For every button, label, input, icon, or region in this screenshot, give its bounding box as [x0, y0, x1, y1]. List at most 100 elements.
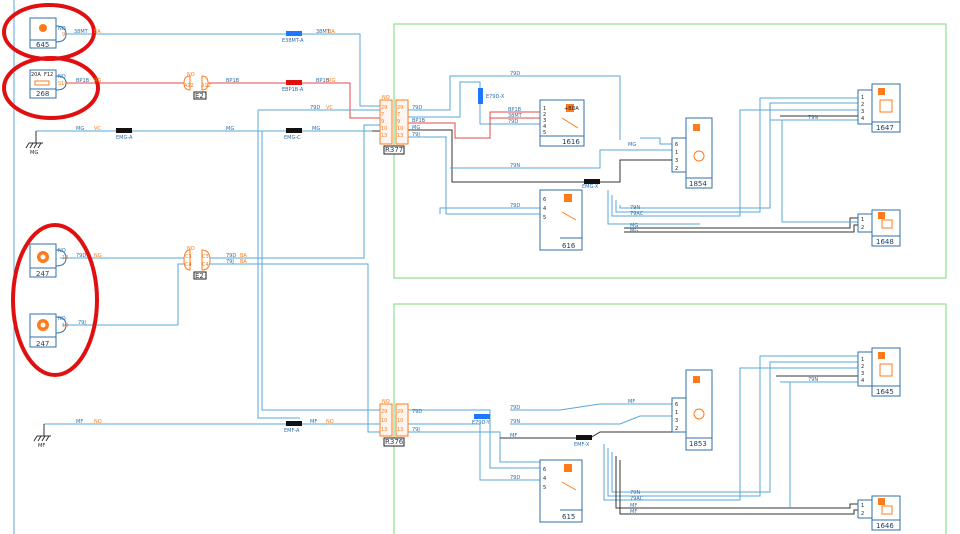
- label-1854: 1854: [689, 180, 707, 188]
- label-1616: 1616: [562, 138, 580, 146]
- pin-1616-2: 2: [543, 112, 546, 118]
- label-79d-1616: 79D: [508, 119, 518, 125]
- label-mg-mid: MG: [226, 126, 234, 132]
- label-247a-connector: NO: [58, 248, 66, 254]
- label-e2b-no: NO: [187, 246, 195, 252]
- component-247-a: [29, 243, 67, 278]
- r377-pin-13r: 13: [397, 133, 403, 139]
- component-247-b: [29, 313, 67, 348]
- pin-1853-1: 1: [675, 410, 678, 416]
- label-color-ba1: BA: [94, 29, 101, 35]
- label-1646: 1646: [876, 522, 894, 530]
- r376-pin-29r: 29: [397, 409, 403, 415]
- label-79d-mid2: 79D: [226, 253, 236, 259]
- label-mg-b1: MG: [630, 223, 638, 229]
- label-645-pin: 9: [62, 32, 65, 38]
- label-e79d-y: E79D-Y: [472, 420, 491, 426]
- label-645: 645: [36, 41, 49, 49]
- connector-r376: [379, 403, 409, 447]
- label-268-rating: 20A: [31, 72, 41, 78]
- pin-1646-2: 2: [861, 511, 864, 517]
- label-247-b: 247: [36, 340, 49, 348]
- unit-1648: [857, 209, 901, 247]
- label-e2b-c3b: C3: [202, 254, 209, 260]
- pin-1616-3: 3: [543, 118, 546, 124]
- label-79d-mid: 79D: [310, 105, 320, 111]
- highlight-circle-268: [2, 56, 100, 120]
- label-645-connector: NO: [58, 26, 66, 32]
- label-79ac-b2: 79AC: [630, 496, 644, 502]
- component-268: [29, 69, 67, 99]
- label-mf-b4: MF: [630, 509, 637, 515]
- labels: 645 268 247 247 20A F12 NO 9 38MT NO S12…: [30, 26, 894, 530]
- label-79n-b2: 79N: [630, 490, 640, 496]
- pin-1853-6: 6: [675, 402, 678, 408]
- label-79n-1645: 79N: [808, 377, 818, 383]
- connector-r377: [379, 99, 409, 155]
- connector-e2-a: [183, 75, 209, 100]
- label-79n-1647: 79N: [808, 115, 818, 121]
- top-group-frame: [393, 23, 947, 279]
- label-e79d-x: E79D-X: [486, 94, 505, 100]
- label-color-rg1: RG: [94, 78, 101, 84]
- pin-615-5: 5: [543, 485, 546, 491]
- label-mg-b2: MG: [630, 228, 638, 234]
- label-e2b-c4a: C4: [185, 262, 192, 268]
- pin-1853-3: 3: [675, 418, 678, 424]
- label-79ac-b1: 79AC: [630, 211, 644, 217]
- splices: [116, 31, 600, 440]
- pin-1854-1: 1: [675, 150, 678, 156]
- label-79d-r: 79D: [412, 105, 422, 111]
- label-ground-mf: MF: [38, 443, 45, 449]
- label-1647: 1647: [876, 124, 894, 132]
- label-1616-top: +BDA: [564, 106, 579, 112]
- label-e2a-no: NO: [187, 72, 195, 78]
- pin-1616-5: 5: [543, 130, 546, 136]
- pin-615-4: 4: [543, 476, 546, 482]
- label-color-vc2: VC: [326, 105, 333, 111]
- ground-mf: [33, 435, 51, 442]
- label-1853: 1853: [689, 440, 707, 448]
- pin-1647-3: 3: [861, 109, 864, 115]
- label-79d-616: 79D: [510, 203, 520, 209]
- label-emg-x: EMG-X: [582, 184, 599, 190]
- splice-emg-a: [116, 128, 132, 133]
- label-38mt: 38MT: [74, 29, 89, 35]
- label-79d-615: 79D: [510, 475, 520, 481]
- label-bp1b-1616: BP1B: [508, 107, 522, 113]
- label-mf-wire: MF: [76, 419, 83, 425]
- label-color-vc: VC: [94, 126, 101, 132]
- label-emf-x: EMF-X: [574, 442, 590, 448]
- splice-e79d-y: [474, 414, 490, 419]
- label-e2b-c3a: C3: [185, 254, 192, 260]
- label-e2b-c4b: C4: [202, 262, 209, 268]
- connector-e2-b: [183, 249, 211, 280]
- component-645-icon: [39, 24, 47, 32]
- label-mg-wire: MG: [76, 126, 84, 132]
- r377-pin-13: 13: [381, 133, 387, 139]
- label-247b-connector: NO: [58, 316, 66, 322]
- label-268-fuse: F12: [44, 72, 53, 78]
- splice-ebp1b-a: [286, 80, 302, 85]
- label-e2a-pin2: A12: [201, 83, 211, 89]
- label-79d-top: 79D: [510, 71, 520, 77]
- label-color-no: NO: [94, 419, 102, 425]
- r377-pin-29: 29: [381, 105, 387, 111]
- r377-pin-10: 10: [381, 126, 387, 132]
- wires: [35, 33, 858, 515]
- label-268-connector: NO: [58, 74, 66, 80]
- label-ebp1b-a: EBP1B-A: [282, 87, 304, 93]
- label-color-ba4: BA: [240, 259, 247, 265]
- label-r376-no: NO: [382, 399, 390, 405]
- label-e2-b: E2: [195, 272, 204, 280]
- pin-1645-3: 3: [861, 371, 864, 377]
- splice-emf-x: [576, 435, 592, 440]
- highlight-circle-247: [11, 223, 99, 377]
- splice-emg-x: [584, 179, 600, 184]
- unit-1647: [857, 83, 901, 133]
- r376-pin-10: 10: [381, 418, 387, 424]
- r377-pin-29r: 29: [397, 105, 403, 111]
- label-ground-mg: MG: [30, 150, 38, 156]
- pin-616-4: 4: [543, 206, 546, 212]
